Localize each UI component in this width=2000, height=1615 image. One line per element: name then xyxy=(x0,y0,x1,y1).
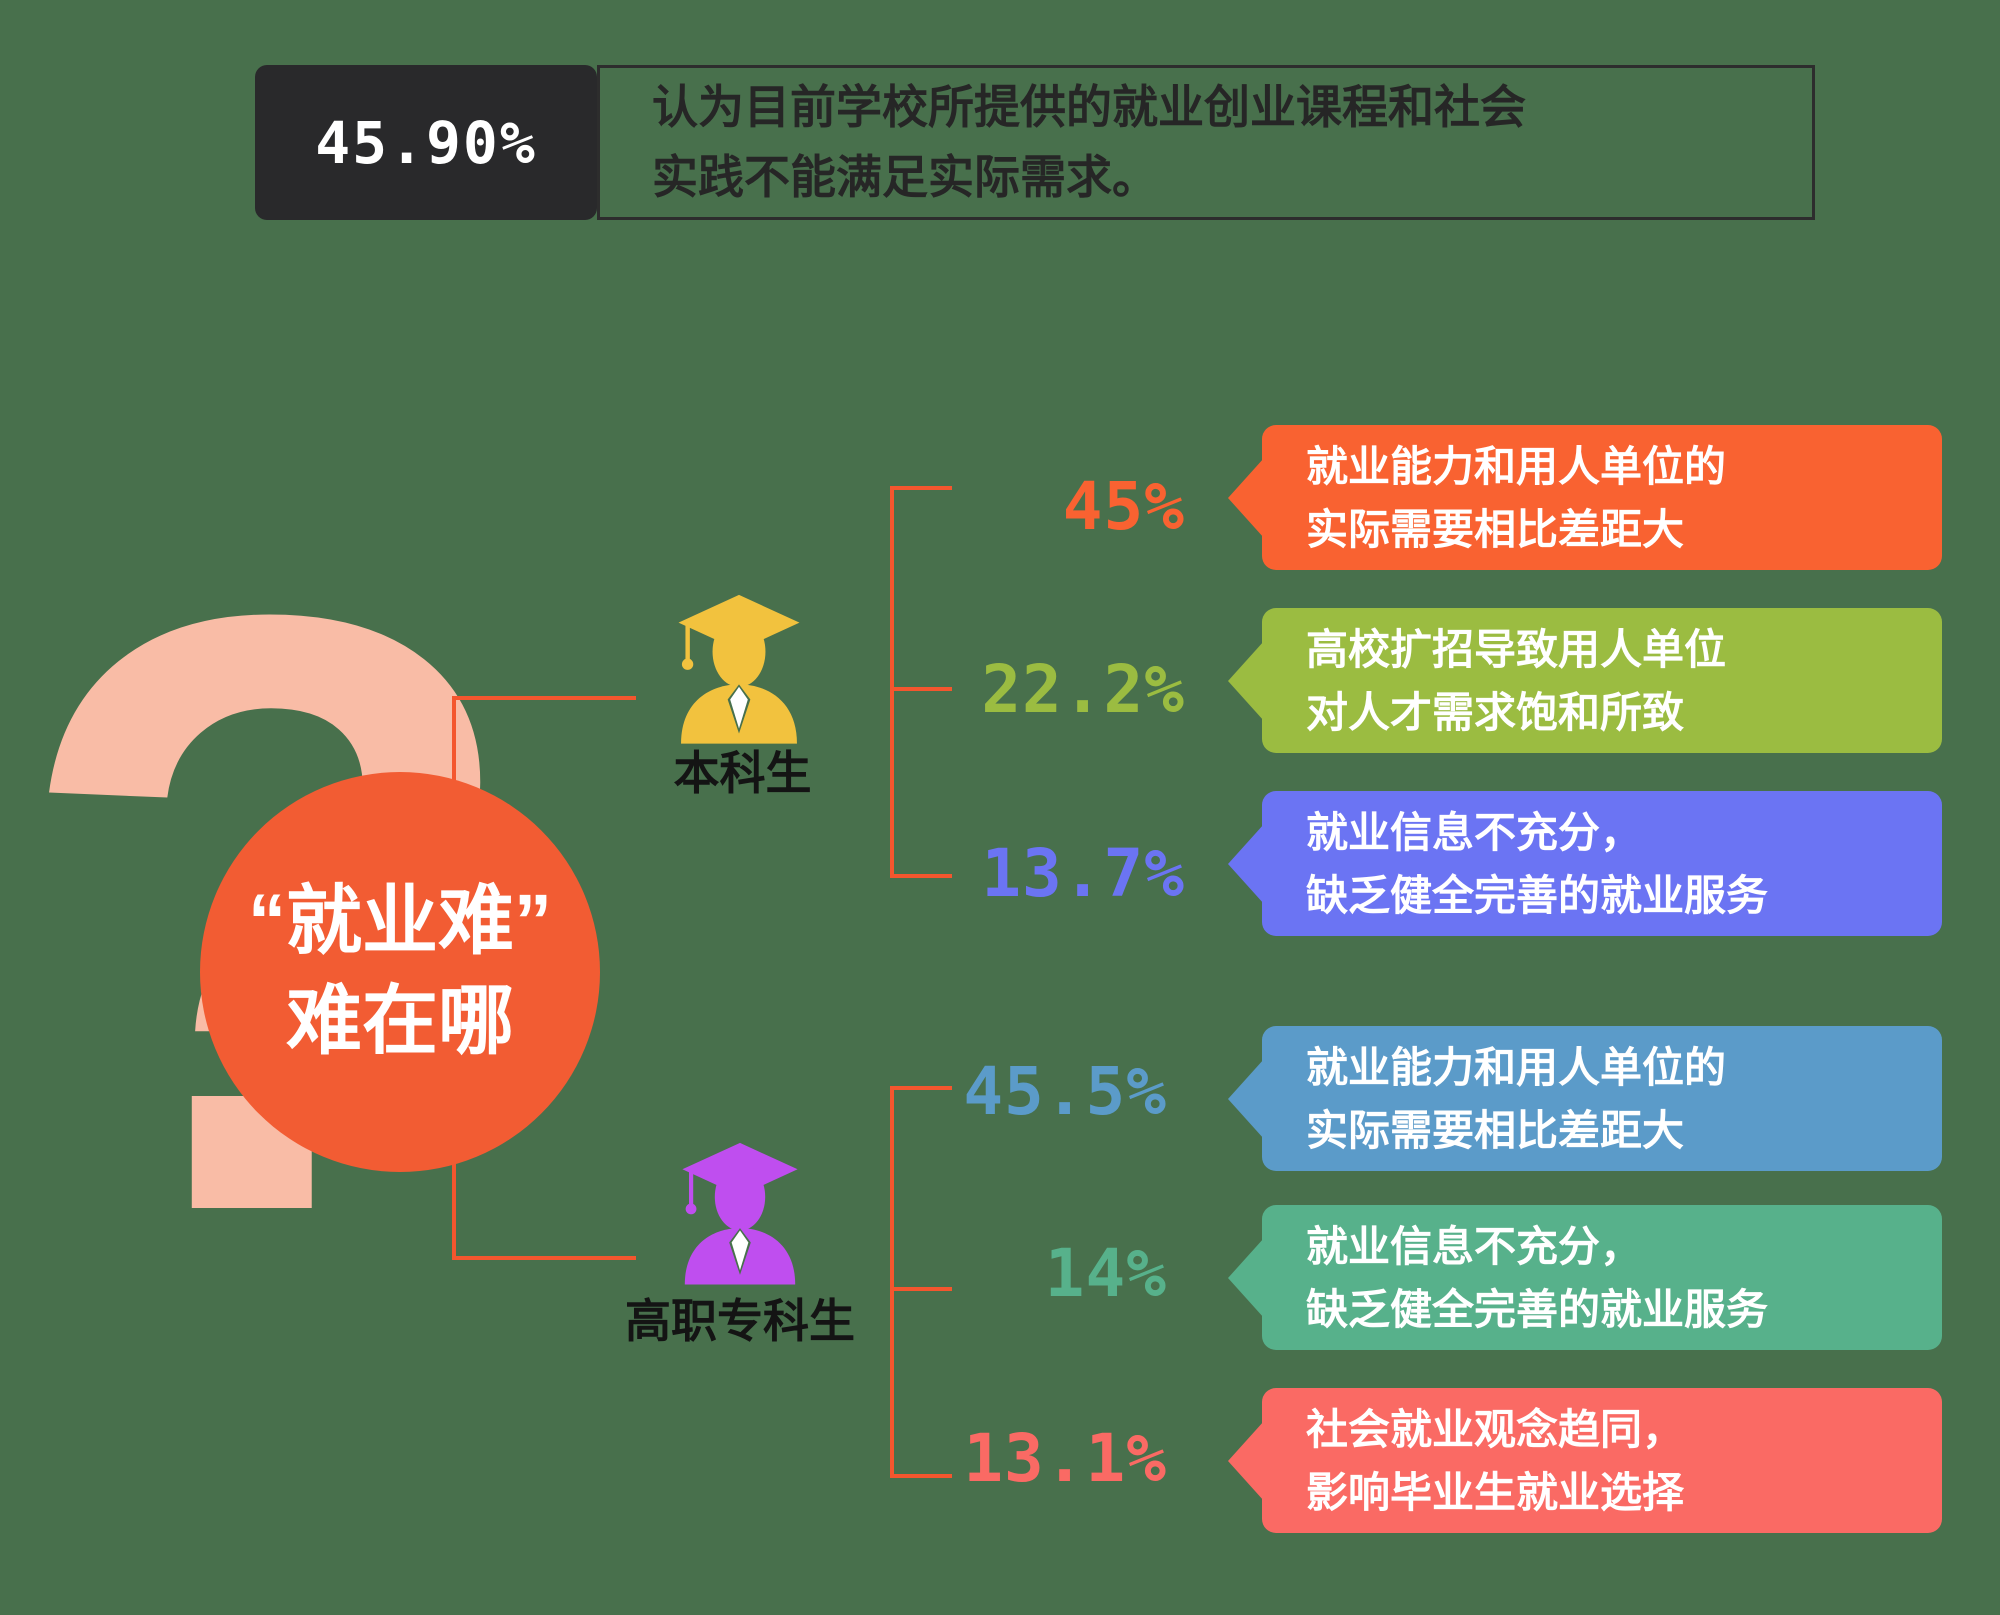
callout-undergrad-3: 就业信息不充分， 缺乏健全完善的就业服务 xyxy=(1228,791,1942,936)
callout-text-line1: 就业信息不充分， xyxy=(1306,808,1643,856)
callout-undergrad-2: 高校扩招导致用人单位 对人才需求饱和所致 xyxy=(1228,608,1942,753)
callout-arrow-left-icon xyxy=(1228,823,1264,904)
callout-text-line2: 对人才需求饱和所致 xyxy=(1306,688,1685,736)
callout-arrow-left-icon xyxy=(1228,640,1264,721)
stat-value: 45.90% xyxy=(315,108,537,177)
callout-vocational-2: 就业信息不充分， 缺乏健全完善的就业服务 xyxy=(1228,1205,1942,1350)
graduate-icon xyxy=(680,1140,800,1285)
topic-circle: “就业难” 难在哪 xyxy=(200,772,600,1172)
callout-text-line2: 缺乏健全完善的就业服务 xyxy=(1306,871,1769,919)
callout-arrow-left-icon xyxy=(1228,1420,1264,1501)
stat-caption-line2: 实践不能满足实际需求。 xyxy=(652,150,1158,203)
callout-text-line2: 实际需要相比差距大 xyxy=(1306,1106,1685,1154)
callout-arrow-left-icon xyxy=(1228,457,1264,538)
bracket-vocational-tick-1 xyxy=(890,1086,952,1090)
percent-vocational-2: 14% xyxy=(1044,1235,1167,1312)
percent-vocational-3: 13.1% xyxy=(963,1420,1167,1497)
connector-bottom-horizontal xyxy=(452,1256,636,1260)
stat-caption-box: 认为目前学校所提供的就业创业课程和社会 实践不能满足实际需求。 xyxy=(597,65,1815,220)
graduate-icon xyxy=(676,592,802,744)
callout-text-line2: 影响毕业生就业选择 xyxy=(1306,1468,1685,1516)
connector-top-vertical xyxy=(452,696,456,806)
callout-arrow-left-icon xyxy=(1228,1237,1264,1318)
callout-text-line1: 就业信息不充分， xyxy=(1306,1222,1643,1270)
callout-vocational-3: 社会就业观念趋同， 影响毕业生就业选择 xyxy=(1228,1388,1942,1533)
stat-badge: 45.90% xyxy=(255,65,597,220)
topic-title-line1: “就业难” xyxy=(248,878,552,964)
percent-undergrad-2: 22.2% xyxy=(981,651,1185,728)
bracket-vocational-tick-3 xyxy=(890,1474,952,1478)
group-label-undergrad: 本科生 xyxy=(673,747,812,799)
percent-undergrad-3: 13.7% xyxy=(981,835,1185,912)
callout-text-line1: 社会就业观念趋同， xyxy=(1306,1405,1685,1453)
connector-top-horizontal xyxy=(452,696,636,700)
callout-text-line1: 高校扩招导致用人单位 xyxy=(1306,625,1727,673)
callout-text-line1: 就业能力和用人单位的 xyxy=(1306,442,1727,490)
bracket-undergrad-vertical xyxy=(890,486,894,878)
percent-undergrad-1: 45% xyxy=(1062,468,1185,545)
stat-caption-line1: 认为目前学校所提供的就业创业课程和社会 xyxy=(652,80,1526,133)
group-label-vocational: 高职专科生 xyxy=(625,1295,855,1347)
callout-undergrad-1: 就业能力和用人单位的 实际需要相比差距大 xyxy=(1228,425,1942,570)
bracket-undergrad-tick-3 xyxy=(890,874,952,878)
bracket-undergrad-tick-1 xyxy=(890,486,952,490)
connector-bottom-vertical xyxy=(452,1150,456,1260)
bracket-vocational-tick-2 xyxy=(890,1287,952,1291)
bracket-vocational-vertical xyxy=(890,1086,894,1478)
callout-arrow-left-icon xyxy=(1228,1058,1264,1139)
callout-text-line1: 就业能力和用人单位的 xyxy=(1306,1043,1727,1091)
topic-title-line2: 难在哪 xyxy=(286,979,514,1064)
callout-text-line2: 实际需要相比差距大 xyxy=(1306,505,1685,553)
percent-vocational-1: 45.5% xyxy=(963,1053,1167,1130)
callout-text-line2: 缺乏健全完善的就业服务 xyxy=(1306,1285,1769,1333)
bracket-undergrad-tick-2 xyxy=(890,687,952,691)
callout-vocational-1: 就业能力和用人单位的 实际需要相比差距大 xyxy=(1228,1026,1942,1171)
